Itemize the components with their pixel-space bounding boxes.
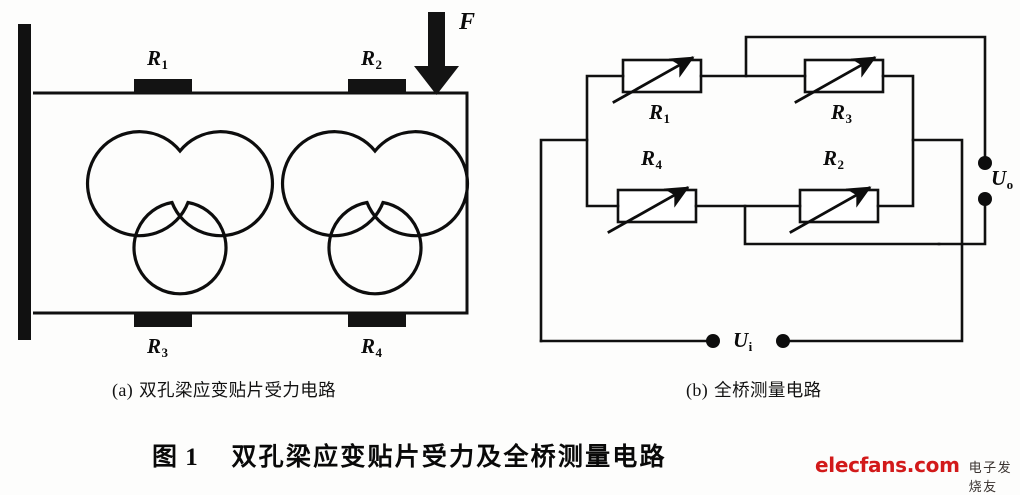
wire-r1-to-r3 <box>699 35 987 170</box>
figure-caption: 图 1 双孔梁应变贴片受力及全桥测量电路 <box>152 444 667 470</box>
resistor-r4 <box>607 186 698 234</box>
resistor-r1 <box>612 56 703 104</box>
panel-b-bridge-circuit <box>539 35 987 343</box>
wire-right-node <box>787 74 964 343</box>
label-r2-beam: R2 <box>361 46 383 72</box>
terminal-ui-left <box>706 334 720 348</box>
label-r4-beam: R4 <box>361 334 383 360</box>
watermark: elecfans.com 电子发烧友 <box>815 453 1020 495</box>
label-r2-bridge: R2 <box>823 146 845 172</box>
label-uo-terminal: Uo <box>991 166 1014 192</box>
strain-gauge-r3 <box>134 313 192 327</box>
beam-hole-right <box>280 130 470 296</box>
beam-outline <box>33 91 469 315</box>
terminal-uo-top <box>978 156 992 170</box>
label-r3-beam: R3 <box>147 334 169 360</box>
subcaption-panel-b: (b) 全桥测量电路 <box>686 380 822 401</box>
resistor-r2 <box>789 186 880 234</box>
strain-gauge-r4 <box>348 313 406 327</box>
label-r3-bridge: R3 <box>831 100 853 126</box>
fixed-support-wall <box>18 24 31 340</box>
label-r4-bridge: R4 <box>641 146 663 172</box>
label-r1-beam: R1 <box>147 46 169 72</box>
figure-caption-text: 双孔梁应变贴片受力及全桥测量电路 <box>231 442 667 471</box>
strain-gauge-r1 <box>134 79 192 93</box>
terminal-uo-bottom <box>978 192 992 206</box>
watermark-site: elecfans.com <box>815 453 960 477</box>
label-ui-terminal: Ui <box>733 328 753 354</box>
watermark-cn-text: 电子发烧友 <box>968 461 1013 495</box>
terminal-dots <box>706 156 992 348</box>
resistor-r3 <box>794 56 885 104</box>
wire-r4-to-r2 <box>694 204 941 246</box>
label-force-f: F <box>459 9 476 35</box>
beam-hole-left <box>85 130 275 296</box>
wire-left-node <box>539 74 625 343</box>
terminal-ui-right <box>776 334 790 348</box>
figure-caption-number: 图 1 <box>152 444 199 471</box>
strain-gauge-r2 <box>348 79 406 93</box>
label-r1-bridge: R1 <box>649 100 671 126</box>
panel-a-beam-diagram <box>18 12 470 340</box>
subcaption-panel-a: (a) 双孔梁应变贴片受力电路 <box>112 380 337 401</box>
force-arrow-f <box>414 12 459 95</box>
